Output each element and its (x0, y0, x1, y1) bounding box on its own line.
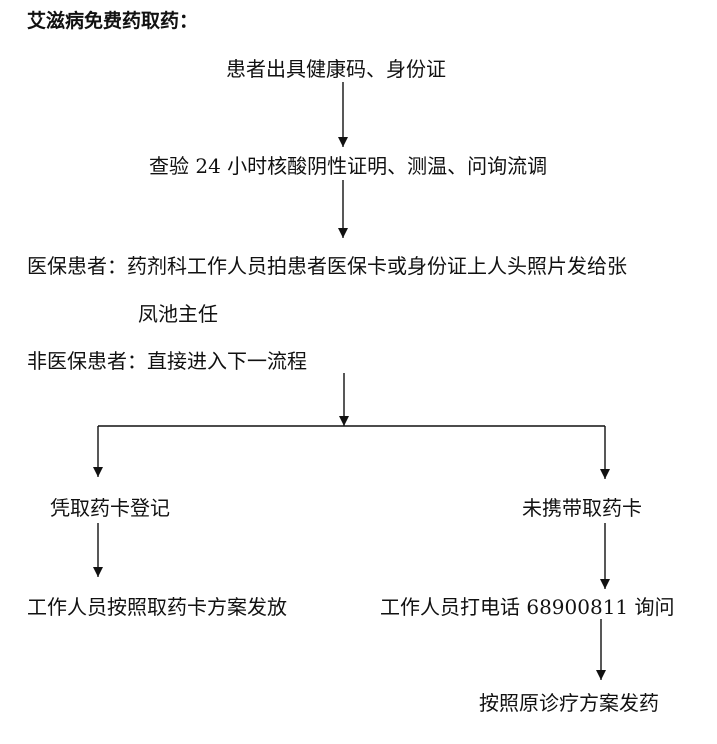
step-show-health-code: 患者出具健康码、身份证 (226, 57, 446, 81)
result-dispense-original-plan: 按照原诊疗方案发药 (479, 691, 659, 715)
branch-register-with-card: 凭取药卡登记 (50, 496, 170, 520)
step-insured-patients-line1: 医保患者：药剂科工作人员拍患者医保卡或身份证上人头照片发给张 (27, 254, 627, 278)
branch-no-card: 未携带取药卡 (522, 496, 642, 520)
step-check-nucleic-test: 查验 24 小时核酸阴性证明、测温、问询流调 (149, 154, 548, 178)
result-dispense-by-card: 工作人员按照取药卡方案发放 (27, 595, 287, 619)
step-uninsured-patients: 非医保患者：直接进入下一流程 (27, 349, 307, 373)
flowchart-title: 艾滋病免费药取药： (27, 10, 199, 32)
result-phone-inquiry: 工作人员打电话 68900811 询问 (380, 595, 675, 619)
step-insured-patients-line2: 凤池主任 (138, 302, 218, 326)
